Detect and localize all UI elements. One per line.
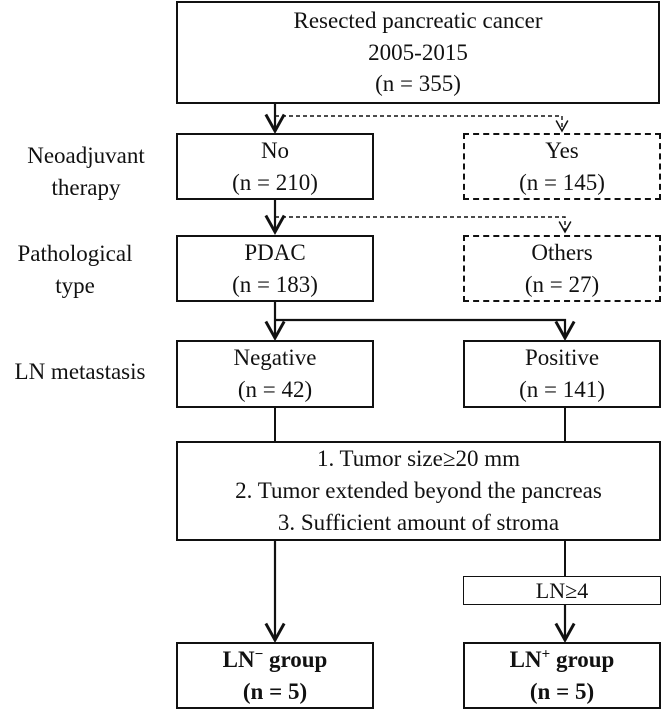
- label-ln-metastasis: LN metastasis: [0, 356, 160, 388]
- others-label: Others: [531, 239, 593, 265]
- ln-pos-suffix: group: [550, 646, 615, 672]
- negative-label: Negative: [233, 345, 317, 371]
- box-resected-pancreatic-cancer: Resected pancreatic cancer 2005-2015 (n …: [176, 1, 660, 104]
- others-count: (n = 27): [524, 271, 600, 297]
- label-pathological-type: Pathological type: [0, 238, 150, 301]
- root-years: 2005-2015: [368, 39, 468, 65]
- ln-pos-prefix: LN: [509, 646, 542, 672]
- positive-label: Positive: [524, 345, 600, 371]
- box-ln-ge-4: LN≥4: [463, 576, 661, 605]
- box-pdac: PDAC (n = 183): [176, 235, 374, 302]
- box-ln-positive: Positive (n = 141): [463, 340, 661, 408]
- criteria-tumor-extended: 2. Tumor extended beyond the pancreas: [235, 478, 602, 504]
- box-ln-negative: Negative (n = 42): [176, 340, 374, 408]
- label-pathological-line2: type: [55, 272, 95, 298]
- box-selection-criteria: 1. Tumor size≥20 mm 2. Tumor extended be…: [176, 441, 661, 541]
- box-ln-positive-group: LN+ group (n = 5): [463, 642, 661, 709]
- box-neoadjuvant-yes: Yes (n = 145): [463, 133, 661, 200]
- label-pathological-line1: Pathological: [17, 241, 133, 266]
- ln-neg-prefix: LN: [222, 646, 255, 672]
- root-title: Resected pancreatic cancer: [293, 7, 543, 33]
- label-neoadjuvant-line1: Neoadjuvant: [27, 143, 145, 168]
- yes-label: Yes: [545, 137, 579, 163]
- arrow-root-to-yes: [275, 115, 569, 133]
- ln-pos-group-title: LN+ group: [510, 644, 615, 676]
- arrow-pdac-to-positive: [275, 318, 576, 342]
- ln-pos-sup: +: [541, 646, 551, 663]
- box-ln-negative-group: LN− group (n = 5): [176, 642, 374, 709]
- yes-count: (n = 145): [519, 169, 605, 195]
- label-neoadjuvant-therapy: Neoadjuvant therapy: [6, 140, 166, 203]
- pdac-label: PDAC: [244, 239, 306, 265]
- pdac-count: (n = 183): [232, 271, 318, 297]
- no-label: No: [260, 137, 290, 163]
- positive-count: (n = 141): [519, 377, 605, 402]
- negative-count: (n = 42): [237, 377, 313, 402]
- ln-neg-suffix: group: [263, 646, 328, 672]
- no-count: (n = 210): [232, 169, 318, 195]
- ln-neg-sup: −: [254, 646, 264, 663]
- criteria-stroma: 3. Sufficient amount of stroma: [277, 509, 560, 535]
- criteria-tumor-size: 1. Tumor size≥20 mm: [316, 446, 521, 472]
- ln-neg-group-title: LN− group: [223, 644, 328, 676]
- arrow-no-to-others: [275, 216, 572, 234]
- ln4-label: LN≥4: [535, 577, 589, 603]
- root-count: (n = 355): [375, 71, 461, 97]
- label-ln-metastasis-text: LN metastasis: [14, 359, 146, 384]
- label-neoadjuvant-line2: therapy: [51, 174, 121, 200]
- box-neoadjuvant-no: No (n = 210): [176, 133, 374, 200]
- ln-pos-group-count: (n = 5): [529, 678, 595, 704]
- box-others: Others (n = 27): [463, 235, 661, 302]
- ln-neg-group-count: (n = 5): [242, 678, 308, 704]
